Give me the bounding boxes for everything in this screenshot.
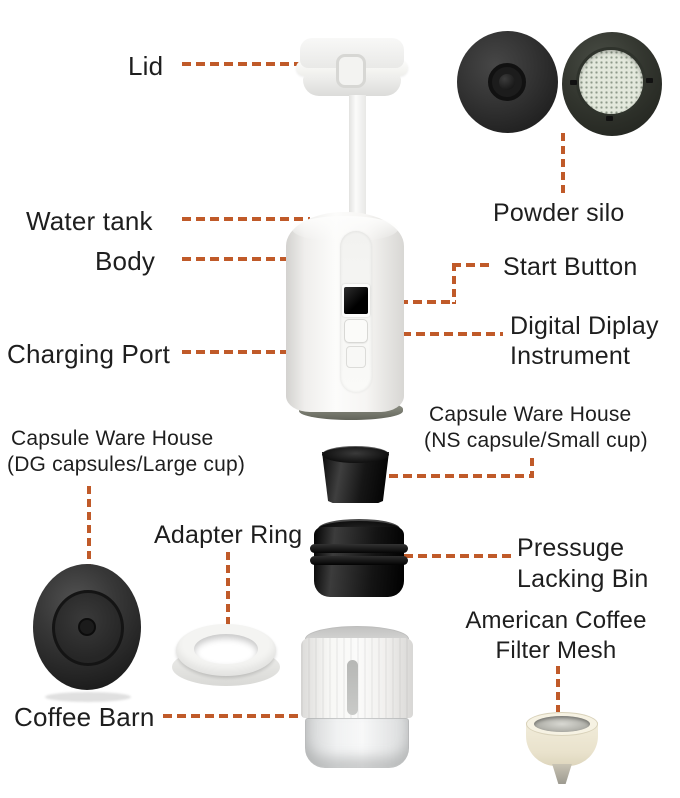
pressure-bin-flange — [310, 556, 408, 565]
coffee-barn-clear-jar — [305, 718, 409, 768]
charging-port-cover — [346, 346, 366, 368]
water-tank-label: Water tank — [26, 206, 153, 236]
coffee-barn-label: Coffee Barn — [14, 702, 155, 732]
powder-silo-knob — [499, 74, 515, 90]
mesh-clip-icon — [570, 80, 577, 85]
water-pipe-stem-illustration — [349, 95, 366, 215]
lid-label: Lid — [128, 51, 164, 81]
charging-port-connector-line — [182, 350, 342, 354]
filter-mesh-metal-mesh — [534, 716, 590, 732]
adapter-ring-connector-line — [226, 552, 230, 628]
powder-silo-back-illustration — [457, 31, 558, 133]
start-button-label: Start Button — [503, 253, 638, 281]
body-connector-line — [182, 257, 313, 261]
capsule-ns-label-line2: (NS capsule/Small cup) — [424, 429, 648, 452]
mesh-clip-icon — [646, 78, 653, 83]
coffee-barn-connector-line — [163, 714, 301, 718]
charging-port-label: Charging Port — [7, 339, 171, 369]
coffee-barn-window-slot — [347, 660, 358, 715]
powder-silo-front-illustration — [562, 32, 662, 136]
digital-display-label-line2: Instrument — [510, 342, 631, 370]
capsule-dg-label: Capsule Ware House (DG capsules/Large cu… — [7, 426, 245, 478]
adapter-ring-hole — [194, 634, 258, 664]
filter-mesh-spout — [552, 764, 572, 784]
capsule-ns-label-line1: Capsule Ware House — [429, 403, 632, 426]
lid-connector-line — [182, 62, 304, 66]
water-tank-connector-line — [182, 217, 310, 221]
capsule-ns-connector-line — [389, 474, 534, 478]
pressure-bin-flange — [310, 544, 408, 553]
body-label: Body — [95, 246, 156, 276]
digital-display-label: Digital Diplay Instrument — [510, 311, 659, 371]
american-filter-connector-line — [556, 666, 560, 712]
pressuge-label-line2: Lacking Bin — [517, 565, 649, 593]
capsule-ns-label: Capsule Ware House (NS capsule/Small cup… — [424, 402, 648, 454]
powder-silo-connector-line — [561, 133, 565, 195]
lid-button-icon — [336, 54, 366, 88]
american-filter-label-line1: American Coffee — [465, 607, 647, 634]
display-screen — [344, 287, 368, 314]
capsule-dg-shadow — [45, 692, 131, 702]
mesh-clip-icon — [606, 116, 613, 121]
digital-display-connector-line — [360, 332, 503, 336]
capsule-dg-center-knob — [78, 618, 96, 636]
american-filter-label-line2: Filter Mesh — [495, 637, 617, 664]
pressuge-lacking-bin-label: Pressuge Lacking Bin — [517, 533, 648, 595]
capsule-ns-cup-opening — [322, 446, 389, 463]
pressuge-label-line1: Pressuge — [517, 534, 625, 562]
start-button-connector-vertical — [452, 263, 456, 304]
powder-silo-label: Powder silo — [493, 199, 625, 227]
start-button-connector-bottom — [357, 300, 456, 304]
capsule-dg-label-line2: (DG capsules/Large cup) — [7, 453, 246, 476]
pressuge-connector-line — [404, 554, 512, 558]
digital-display-label-line1: Digital Diplay — [510, 312, 659, 340]
capsule-dg-cup-illustration — [33, 564, 141, 690]
capsule-ns-connector-vertical — [530, 458, 534, 478]
start-button-control — [344, 319, 368, 343]
capsule-dg-connector-line — [87, 486, 91, 566]
capsule-dg-label-line1: Capsule Ware House — [11, 427, 214, 450]
start-button-connector-top — [452, 263, 494, 267]
american-filter-label: American Coffee Filter Mesh — [458, 606, 654, 666]
powder-silo-mesh — [576, 47, 646, 117]
adapter-ring-label: Adapter Ring — [154, 521, 303, 549]
